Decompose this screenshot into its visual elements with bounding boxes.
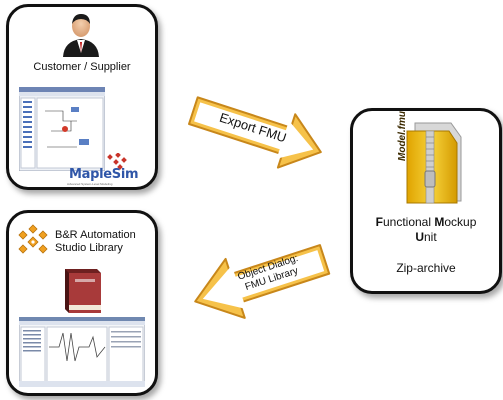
zip-folder-icon xyxy=(406,122,462,204)
fmu-panel: Model.fmu Functional Mockup Unit Zip-arc… xyxy=(350,108,502,294)
maplesim-tagline: Advanced System-Level Modeling xyxy=(67,182,113,186)
import-arrow xyxy=(194,244,331,319)
fmu-file-label: Model.fmu xyxy=(397,111,408,161)
br-label: B&R Automation Studio Library xyxy=(55,229,136,254)
automation-studio-icon xyxy=(18,224,48,254)
maplesim-brand: MapleSim xyxy=(69,167,139,182)
automation-studio-screenshot xyxy=(19,317,145,387)
maplesim-logo-icon xyxy=(107,153,127,170)
fmu-title: Functional Mockup Unit xyxy=(375,215,477,244)
customer-label: Customer / Supplier xyxy=(33,61,131,73)
user-icon xyxy=(63,14,99,57)
library-book-icon xyxy=(65,269,101,313)
zip-archive-label: Zip-archive xyxy=(396,261,456,275)
maplesim-screenshot xyxy=(19,87,105,171)
customer-panel: Customer / Supplier MapleSim Advanc xyxy=(6,4,158,190)
br-panel: B&R Automation Studio Library xyxy=(6,210,158,396)
export-arrow xyxy=(188,96,322,169)
